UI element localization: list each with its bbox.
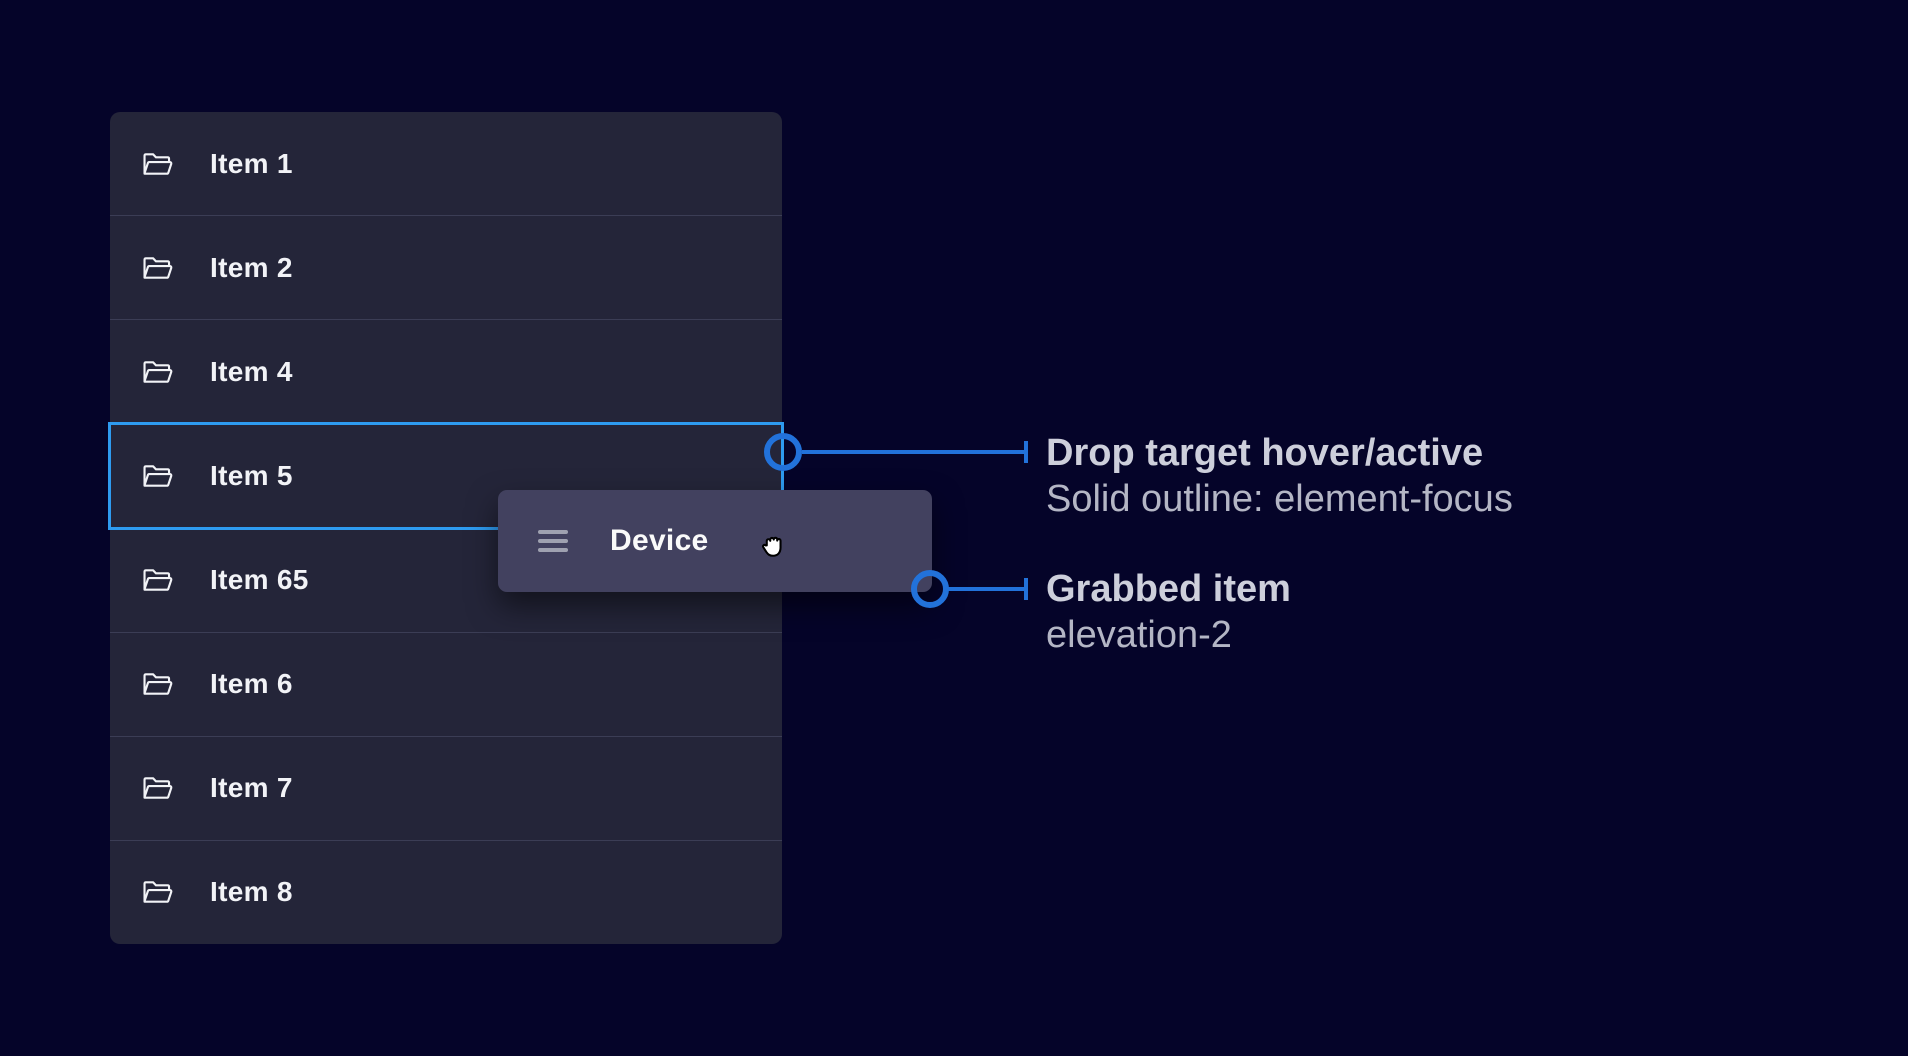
annotation-subtitle: elevation-2 — [1046, 614, 1232, 656]
folder-open-icon — [143, 881, 173, 904]
annotation-grabbed-item: Grabbed item elevation-2 — [1046, 566, 1291, 658]
list-item-label: Item 4 — [210, 355, 293, 387]
list-item-label: Item 65 — [210, 564, 309, 596]
folder-open-icon — [143, 256, 173, 279]
list-item-label: Item 6 — [210, 668, 293, 700]
list-item-item-8[interactable]: Item 8 — [110, 839, 782, 944]
callout-circle-drop-target — [764, 433, 802, 471]
dragged-card[interactable]: Device — [498, 490, 932, 592]
list-item-label: Item 1 — [210, 147, 293, 179]
folder-open-icon — [143, 777, 173, 800]
folder-open-icon — [143, 569, 173, 591]
annotation-title: Grabbed item — [1046, 568, 1291, 610]
callout-circle-grabbed-item — [911, 570, 949, 608]
folder-open-icon — [143, 361, 173, 383]
grabbing-hand-cursor-icon — [762, 536, 782, 557]
dragged-card-label: Device — [610, 524, 709, 557]
list-item-label: Item 7 — [210, 772, 293, 804]
list-item-item-4[interactable]: Item 4 — [110, 319, 782, 423]
folder-open-icon — [143, 465, 173, 487]
list-item-label: Item 5 — [210, 459, 293, 491]
folder-open-icon — [143, 152, 173, 175]
list-item-item-65[interactable]: Item 65 — [110, 527, 782, 632]
annotation-subtitle: Solid outline: element-focus — [1046, 478, 1513, 520]
callout-line-drop-target — [802, 441, 1028, 463]
drag-handle-icon[interactable] — [538, 530, 568, 552]
list-item-label: Item 2 — [210, 251, 293, 283]
list-item-item-6[interactable]: Item 6 — [110, 631, 782, 736]
list-item-item-1[interactable]: Item 1 — [110, 112, 782, 215]
callout-line-grabbed-item — [948, 578, 1028, 600]
annotation-drop-target: Drop target hover/active Solid outline: … — [1046, 430, 1513, 522]
folder-open-icon — [143, 673, 173, 695]
list-item-item-2[interactable]: Item 2 — [110, 215, 782, 319]
list-item-label: Item 8 — [210, 876, 293, 908]
annotation-title: Drop target hover/active — [1046, 432, 1484, 474]
list-item-item-7[interactable]: Item 7 — [110, 735, 782, 840]
